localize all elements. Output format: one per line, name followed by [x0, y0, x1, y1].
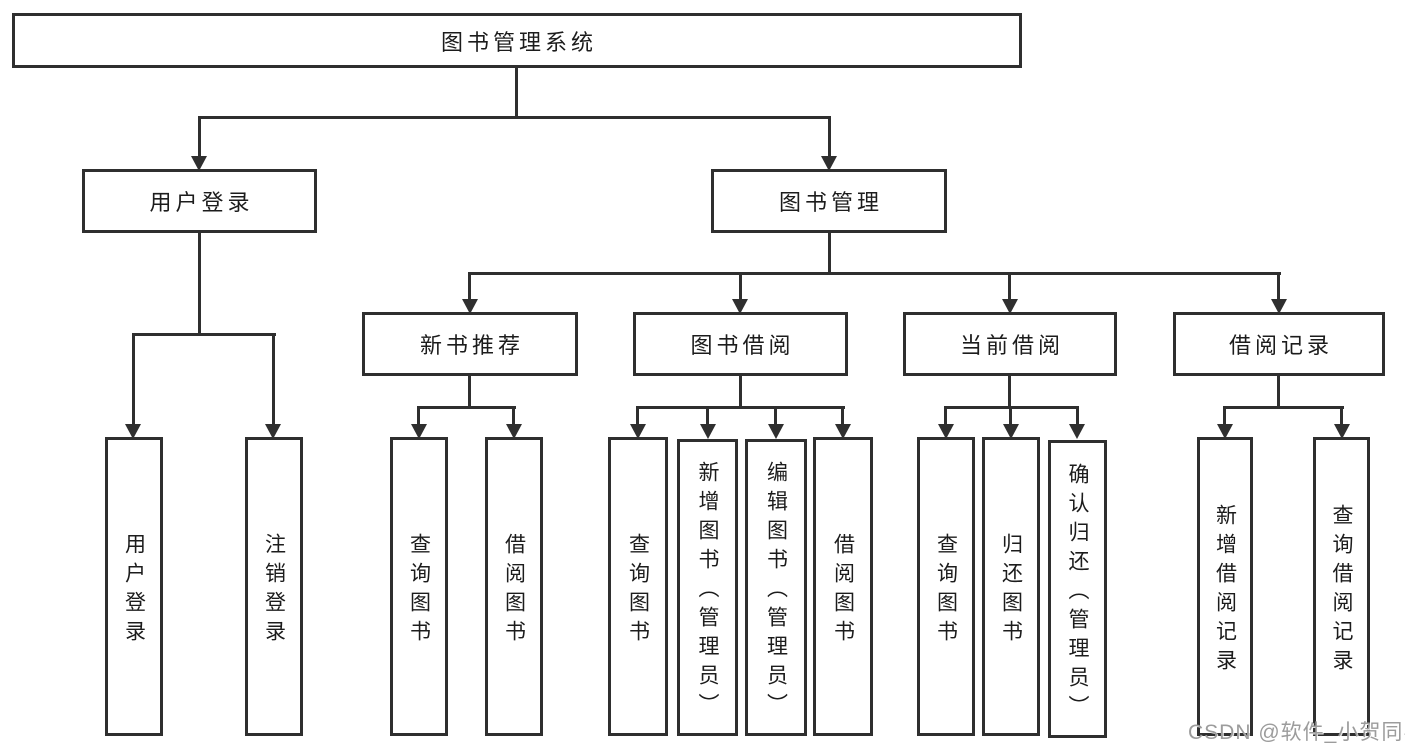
node-root-label: 图书管理系统 [440, 29, 597, 55]
leaf-borrow-books-borrowing: 借阅图书 [813, 437, 873, 736]
connector-root-rail [198, 116, 831, 119]
arrow-down-icon [768, 424, 784, 439]
arrow-down-icon [191, 156, 207, 171]
connector-login-trunk [198, 233, 201, 336]
node-user-login-label: 用户登录 [149, 190, 254, 215]
node-book-borrowing: 图书借阅 [633, 312, 848, 376]
arrow-down-icon [411, 424, 427, 439]
arrow-down-icon [835, 424, 851, 439]
connector-section-trunk [468, 376, 471, 409]
leaf-label: 借阅图书 [502, 532, 526, 649]
connector-section-rail [1223, 406, 1344, 409]
arrow-down-icon [1217, 424, 1233, 439]
leaf-label: 查询借阅记录 [1330, 503, 1353, 678]
connector-arrow-shaft [1340, 406, 1343, 426]
leaf-add-book-admin: 新增图书（管理员） [677, 439, 738, 736]
leaf-label: 查询图书 [934, 532, 958, 649]
arrow-down-icon [630, 424, 646, 439]
leaf-query-borrow-record: 查询借阅记录 [1313, 437, 1370, 736]
node-borrow-records-label: 借阅记录 [1228, 333, 1333, 358]
connector-management-trunk [828, 233, 831, 274]
arrow-down-icon [1003, 424, 1019, 439]
leaf-add-borrow-record: 新增借阅记录 [1197, 437, 1253, 736]
connector-arrow-shaft [1076, 406, 1079, 426]
arrow-down-icon [506, 424, 522, 439]
connector-arrow-shaft [944, 406, 947, 426]
connector-arrow-shaft [417, 406, 420, 426]
connector-arrow-shaft [774, 406, 777, 426]
connector-section-trunk [1008, 376, 1011, 409]
arrow-down-icon [1271, 299, 1287, 314]
connector-management-rail [468, 272, 1281, 275]
connector-arrow-shaft [636, 406, 639, 426]
arrow-down-icon [265, 424, 281, 439]
node-current-borrowing-label: 当前借阅 [959, 333, 1064, 358]
arrow-down-icon [125, 424, 141, 439]
leaf-query-books-recommend: 查询图书 [390, 437, 448, 736]
connector-arrow-shaft [1008, 272, 1011, 300]
leaf-query-books-borrowing: 查询图书 [608, 437, 668, 736]
leaf-label: 归还图书 [999, 532, 1023, 649]
leaf-label: 查询图书 [626, 532, 650, 649]
node-root: 图书管理系统 [12, 13, 1022, 68]
leaf-label: 用户登录 [122, 532, 146, 649]
node-book-management-label: 图书管理 [778, 190, 883, 215]
connector-arrow-shaft [841, 406, 844, 426]
leaf-edit-book-admin: 编辑图书（管理员） [745, 439, 807, 736]
connector-arrow-shaft [468, 272, 471, 300]
connector-arrow-shaft [706, 406, 709, 426]
node-new-book-recommendation: 新书推荐 [362, 312, 578, 376]
connector-section-rail [636, 406, 845, 409]
leaf-logout: 注销登录 [245, 437, 303, 736]
connector-root-trunk [515, 68, 518, 119]
arrow-down-icon [1069, 424, 1085, 439]
arrow-down-icon [1002, 299, 1018, 314]
leaf-confirm-return-admin: 确认归还（管理员） [1048, 440, 1107, 738]
leaf-label: 编辑图书（管理员） [764, 461, 788, 722]
leaf-label: 新增图书（管理员） [696, 461, 719, 722]
node-user-login: 用户登录 [82, 169, 317, 233]
leaf-label: 查询图书 [407, 532, 431, 649]
connector-arrow-shaft [1277, 272, 1280, 300]
leaf-return-books: 归还图书 [982, 437, 1040, 736]
arrow-down-icon [462, 299, 478, 314]
node-new-book-recommendation-label: 新书推荐 [419, 333, 524, 358]
leaf-label: 确认归还（管理员） [1066, 462, 1089, 724]
connector-arrow-shaft [512, 406, 515, 426]
connector-arrow-shaft [272, 333, 275, 426]
arrow-down-icon [1334, 424, 1350, 439]
arrow-down-icon [938, 424, 954, 439]
leaf-label: 借阅图书 [831, 532, 855, 649]
leaf-user-login: 用户登录 [105, 437, 163, 736]
leaf-label: 注销登录 [262, 532, 286, 649]
leaf-query-books-current: 查询图书 [917, 437, 975, 736]
leaf-borrow-books-recommend: 借阅图书 [485, 437, 543, 736]
csdn-watermark: CSDN @软件_小贺同学 [1188, 721, 1405, 744]
arrow-down-icon [700, 424, 716, 439]
connector-arrow-shaft [828, 116, 831, 157]
connector-section-rail [417, 406, 516, 409]
connector-arrow-shaft [198, 116, 201, 157]
node-borrow-records: 借阅记录 [1173, 312, 1385, 376]
connector-section-trunk [1277, 376, 1280, 409]
node-book-management: 图书管理 [711, 169, 947, 233]
node-current-borrowing: 当前借阅 [903, 312, 1117, 376]
connector-arrow-shaft [132, 333, 135, 426]
leaf-label: 新增借阅记录 [1213, 503, 1237, 678]
connector-arrow-shaft [1223, 406, 1226, 426]
node-book-borrowing-label: 图书借阅 [690, 333, 795, 358]
arrow-down-icon [821, 156, 837, 171]
connector-login-rail [132, 333, 276, 336]
connector-arrow-shaft [739, 272, 742, 300]
arrow-down-icon [732, 299, 748, 314]
connector-arrow-shaft [1009, 406, 1012, 426]
connector-section-trunk [739, 376, 742, 409]
